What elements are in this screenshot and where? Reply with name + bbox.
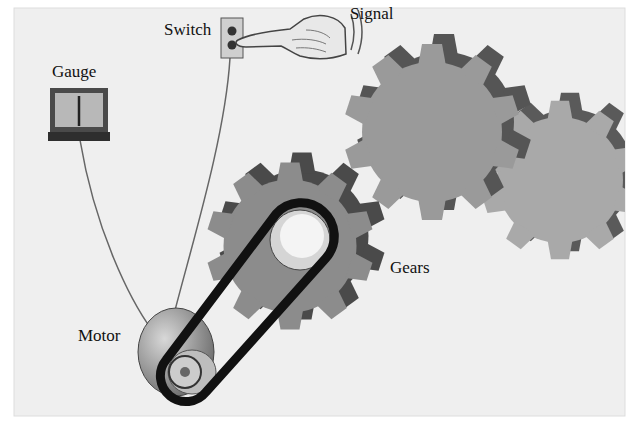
part-label: Switch <box>164 20 211 40</box>
gauge-face <box>55 93 103 127</box>
gauge-frame <box>50 88 108 132</box>
hub <box>280 214 324 258</box>
gauge-base <box>48 132 110 141</box>
gear <box>344 44 520 220</box>
pulley <box>169 356 201 388</box>
switch-box <box>221 18 243 58</box>
part-label: Gears <box>390 258 430 278</box>
part-label: Gauge <box>52 62 96 82</box>
switch-button <box>228 41 237 50</box>
pulley-axle <box>180 367 190 377</box>
belt <box>160 203 334 402</box>
part-label: Motor <box>78 326 121 346</box>
knuckle-lines <box>292 30 330 52</box>
switch-button <box>228 27 237 36</box>
gauge-needle <box>78 96 81 126</box>
hand <box>236 16 346 59</box>
wire <box>80 140 152 330</box>
part-label: Signal <box>350 4 393 24</box>
